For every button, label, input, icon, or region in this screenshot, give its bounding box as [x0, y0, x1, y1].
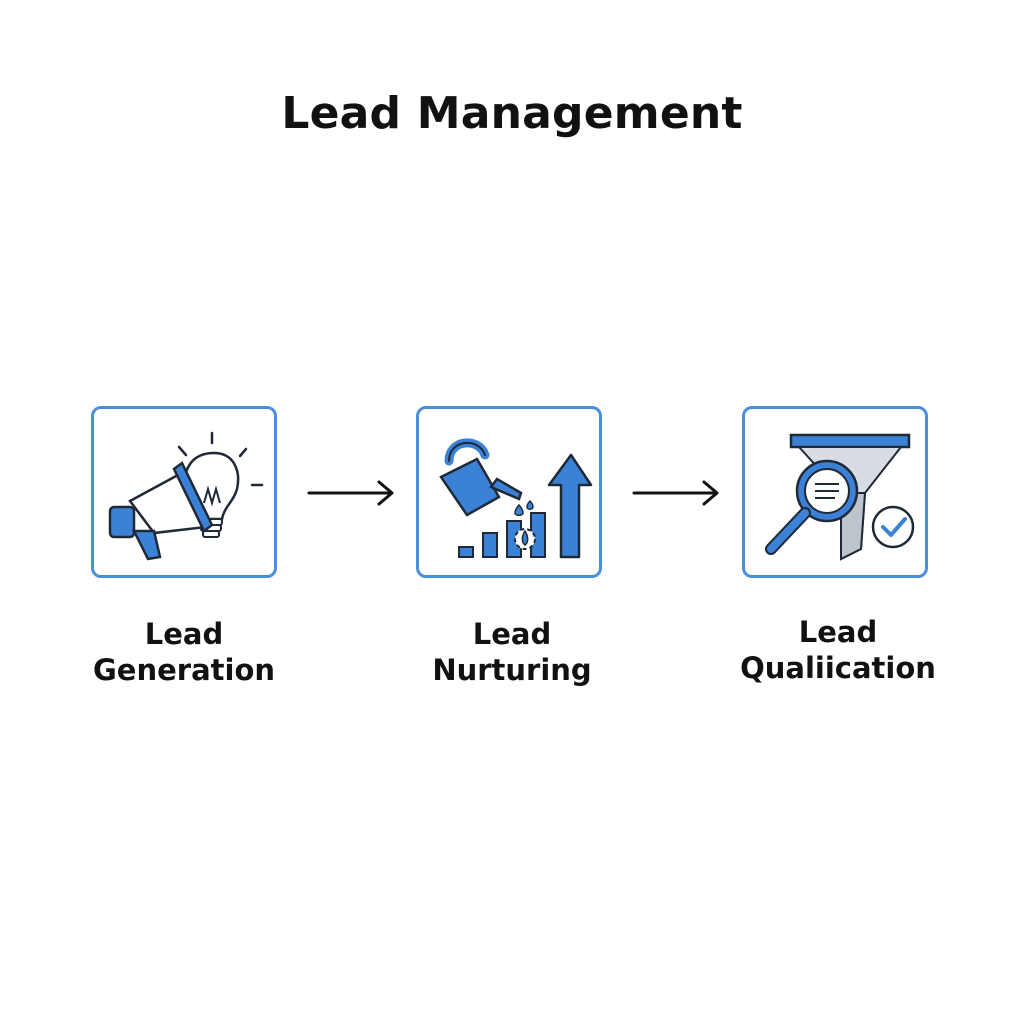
- step-lead-generation: [91, 406, 277, 578]
- step-label-line2: Nurturing: [432, 653, 592, 687]
- right-arrow-icon: [307, 480, 394, 506]
- step-lead-qualification: [742, 406, 928, 578]
- step-label-line1: Lead: [144, 617, 224, 651]
- funnel-magnifier-check-icon: [765, 433, 915, 561]
- step-label-line1: Lead: [472, 617, 552, 651]
- step-lead-nurturing: [416, 406, 602, 578]
- megaphone-lightbulb-icon: [108, 431, 264, 561]
- step-label-lead-qualification: Lead Qualiication: [718, 614, 958, 686]
- step-label-line1: Lead: [798, 615, 878, 649]
- step-label-line2: Qualiication: [740, 651, 936, 685]
- page-title: Lead Management: [281, 88, 743, 139]
- right-arrow-icon: [632, 480, 719, 506]
- step-label-lead-generation: Lead Generation: [64, 616, 304, 688]
- step-label-lead-nurturing: Lead Nurturing: [392, 616, 632, 688]
- step-label-line2: Generation: [92, 653, 276, 687]
- watering-can-growth-icon: [439, 438, 593, 559]
